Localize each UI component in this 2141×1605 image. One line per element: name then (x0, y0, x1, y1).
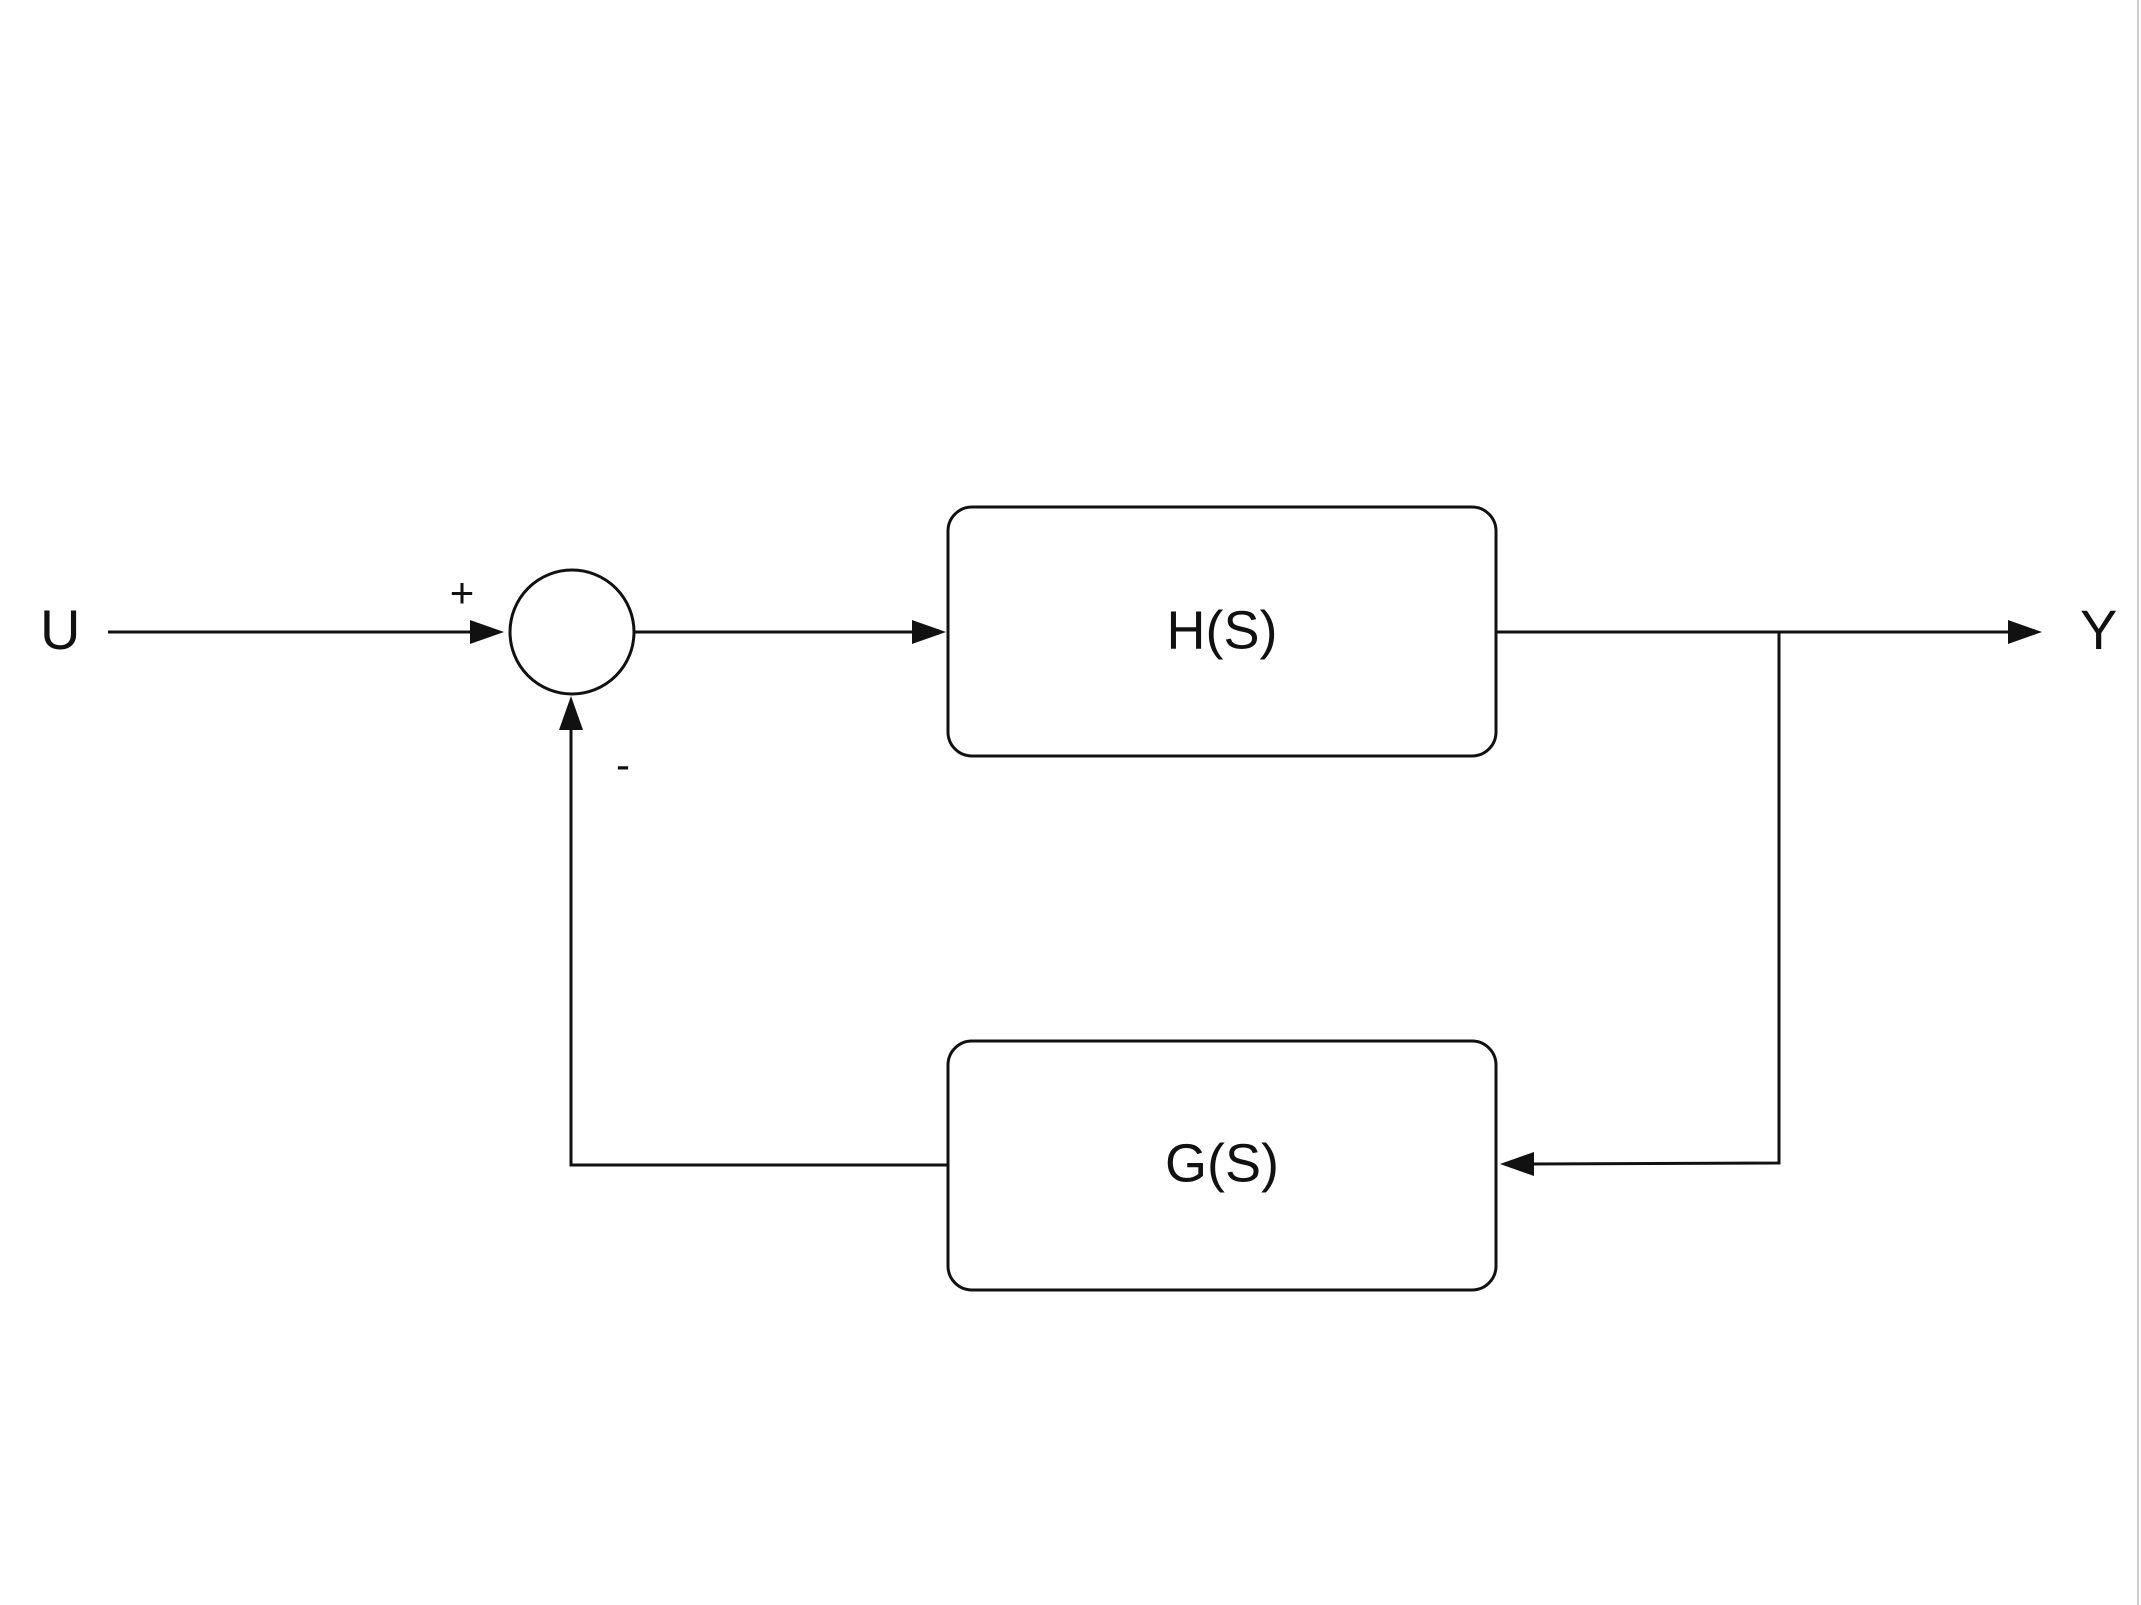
input-arrowhead (470, 620, 504, 644)
plus-sign-label: + (450, 569, 475, 616)
summing-junction (508, 568, 636, 696)
output-signal-label: Y (2080, 598, 2117, 661)
minus-sign-label: - (616, 741, 630, 788)
forward-block-label: H(S) (1167, 600, 1278, 660)
feedback-block-label: G(S) (1165, 1133, 1279, 1193)
output-arrowhead (2008, 620, 2042, 644)
feedback-takeoff-wire (1529, 632, 1781, 1166)
input-signal-label: U (40, 598, 80, 661)
forward-block-arrowhead (912, 620, 946, 644)
feedback-return-wire (569, 722, 948, 1167)
feedback-block-arrowhead (1500, 1152, 1534, 1176)
feedback-return-arrowhead (559, 696, 583, 730)
